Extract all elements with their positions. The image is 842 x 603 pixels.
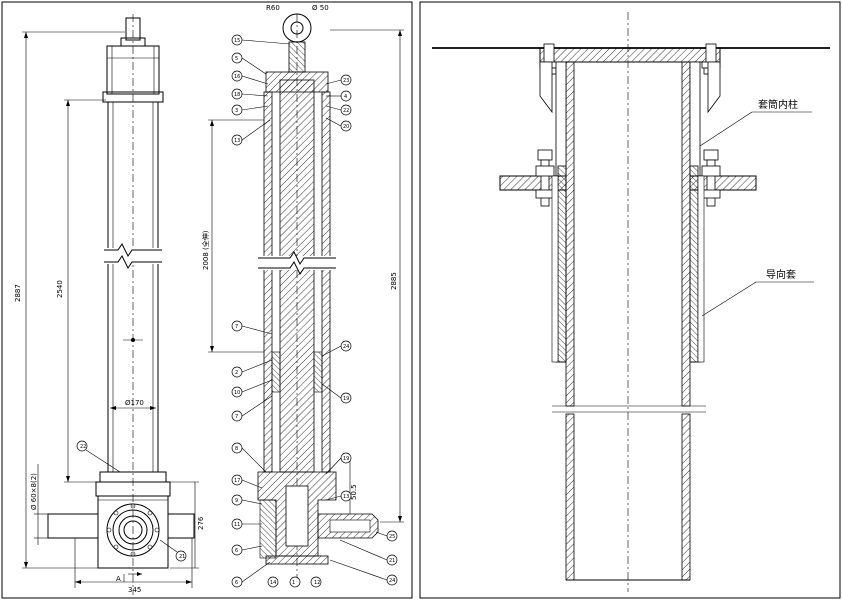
callouts-left	[231, 34, 291, 588]
sleeve-detail-view	[432, 12, 830, 592]
callout-text: 24	[343, 344, 349, 350]
dim-radius: R60	[266, 4, 280, 12]
right-frame	[419, 1, 841, 599]
callouts-right	[267, 74, 398, 588]
callout-text: 22	[80, 444, 86, 450]
callout-text: 16	[234, 74, 240, 80]
callout-text: 1	[292, 580, 295, 586]
dim-right-total: 2885	[390, 272, 398, 290]
callout-text: 8	[235, 446, 238, 452]
callout-text: 20	[343, 124, 349, 130]
callout-text: 22	[343, 108, 349, 114]
label-inner-column: 套筒内柱	[758, 98, 798, 111]
dim-rod-dia: Ø170	[125, 399, 144, 407]
callout-text: 13	[343, 494, 349, 500]
callout-text: 25	[389, 534, 395, 540]
section-label: A	[116, 575, 121, 583]
dim-overall: 2887	[14, 284, 22, 302]
dim-port: Ø 60×8(2)	[30, 473, 38, 510]
dim-base-width: 345	[128, 586, 141, 594]
callout-text: 21	[179, 554, 185, 560]
dim-pin-dia: Ø 50	[312, 4, 329, 12]
callout-text: 13	[234, 138, 240, 144]
outline-view	[22, 14, 199, 595]
callout-text: 9	[235, 498, 238, 504]
section-view	[208, 13, 404, 590]
callout-text: 11	[234, 522, 240, 528]
dim-small: 50.5	[350, 484, 358, 500]
callout-text: 12	[314, 580, 320, 586]
callout-text: 17	[234, 478, 240, 484]
callout-text: 19	[343, 396, 349, 402]
callout-text: 7	[235, 414, 238, 420]
callout-text: 19	[343, 456, 349, 462]
label-guide-sleeve: 导向套	[766, 268, 796, 281]
dim-stroke: 2540	[56, 280, 64, 298]
callout-text: 15	[234, 38, 240, 44]
callout-text: 7	[235, 324, 238, 330]
callout-text: 24	[389, 578, 395, 584]
callout-text: 6	[235, 548, 238, 554]
callout-text: 6	[235, 580, 238, 586]
callout-text: 2	[235, 370, 238, 376]
dim-guide-length: 2008 (全伸)	[201, 230, 210, 270]
callout-text: 4	[344, 94, 347, 100]
callout-text: 5	[235, 56, 238, 62]
callout-text: 21	[389, 558, 395, 564]
callout-text: 14	[270, 580, 276, 586]
dim-base-height: 276	[197, 516, 205, 530]
callout-text: 23	[343, 78, 349, 84]
callout-numbers: 15 5 16 18 3 13 7 2 10 7 8 17 9 11 6 6 2…	[234, 38, 395, 586]
left-frame	[1, 1, 413, 599]
callout-text: 3	[235, 108, 238, 114]
callout-text: 18	[234, 92, 240, 98]
callout-text: 10	[234, 390, 240, 396]
